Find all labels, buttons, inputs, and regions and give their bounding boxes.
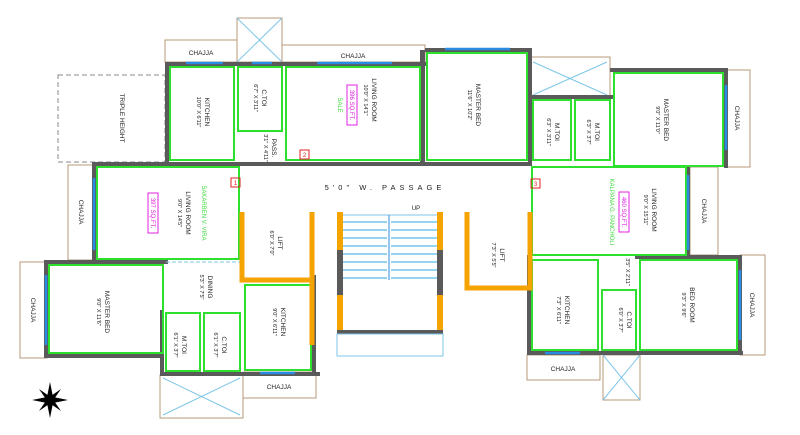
room-label: LIVING ROOM9'0" X 15'11" [642, 188, 657, 231]
room-name: DINING [206, 276, 213, 299]
lift-and-stair-core [239, 212, 533, 357]
chajja-label: CHAJJA [748, 293, 755, 318]
area-tag-box [147, 192, 159, 234]
room-dimensions: 10'0" X 6'11" [195, 97, 201, 128]
room-dimensions: 9'0" X 6'11" [271, 308, 277, 336]
area-tag-box [346, 84, 358, 126]
room-name: MASTER BED [662, 99, 669, 142]
room-label: KITCHEN10'0" X 6'11" [195, 97, 210, 128]
room-name: M.TOI [593, 123, 600, 141]
room-name: MASTER BED [474, 84, 481, 127]
room-label: M.TOI6'1" X 3'7" [172, 333, 187, 358]
flat-area: 397 SQ.FT. [149, 198, 155, 229]
flat-owner: SALE [336, 97, 342, 112]
room-name: M.TOI [180, 336, 187, 354]
room-dimensions: 6'1" X 3'7" [172, 333, 178, 358]
room-name: C.TOI [260, 89, 267, 106]
room-label: PASS.3'1" X 4'11" [262, 134, 277, 162]
room-name: LIVING ROOM [370, 78, 377, 121]
room-label: LIVING ROOM9'0" X 14'5" [176, 191, 191, 234]
room-label: MASTER BED9'0" X 11'6" [95, 291, 110, 334]
room-dimensions: 9'0" X 14'5" [176, 199, 182, 227]
room-dimensions: 5'3" X 7'5" [198, 275, 204, 300]
room-outlines [48, 52, 738, 372]
room-name: LIVING ROOM [650, 188, 657, 231]
stair-up-label: UP [412, 206, 420, 212]
chajja-label: CHAJJA [267, 384, 292, 391]
flat-no-1: 1 [234, 181, 238, 187]
room-label: KITCHEN7'3" X 6'11" [555, 296, 570, 325]
room-labels: KITCHEN10'0" X 6'11"C.TOI6'7" X 3'11"PAS… [29, 50, 755, 391]
room-label: M.TOI6'3" X 3'11" [545, 118, 560, 146]
room-dimensions: 9'0" X 11'0" [654, 106, 660, 134]
room-name: KITCHEN [203, 98, 210, 127]
chajja-label: CHAJJA [29, 298, 36, 323]
room-label: BED ROOM9'3" X 9'6" [680, 287, 695, 322]
room-name: LIFT [498, 248, 505, 261]
room-label: MASTER BED11'6" X 10'2" [466, 84, 481, 127]
room-dimensions: 6'3" X 3'11" [545, 118, 551, 146]
room-dimensions: 10'0" X 14'1" [362, 84, 368, 115]
room-name: KITCHEN [279, 308, 286, 337]
flat-owner: KALPANA G. PANCHOLI [608, 179, 614, 246]
flat-number-tags: 2 1 3 [230, 149, 541, 189]
room-label: MASTER BED9'0" X 11'0" [654, 99, 669, 142]
flat-area: 396 SQ.FT. [348, 90, 354, 121]
room-dimensions: 6'7" X 3'11" [252, 84, 258, 112]
room-dimensions: 11'6" X 10'2" [466, 90, 472, 121]
room-label: LIFT6'0" X 7'0" [268, 231, 283, 256]
flat-owner: SAKARBEN V. VIRA [200, 185, 206, 240]
room-name: PASS. [270, 139, 277, 158]
room-dimensions: 7'3" X 6'11" [555, 296, 561, 324]
room-name: KITCHEN [563, 296, 570, 325]
room-dimensions: 6'0" X 7'0" [268, 231, 274, 256]
room-label: C.TOI6'1" X 3'7" [212, 333, 227, 358]
room-dimensions: 9'3" X 9'6" [680, 293, 686, 318]
area-tag-box [618, 191, 630, 233]
room-dimensions: 3'1" X 4'11" [262, 134, 268, 162]
room-label: LIVING ROOM10'0" X 14'1" [362, 78, 377, 121]
room-label: 3'5" X 2'11" [624, 258, 630, 286]
room-name: BED ROOM [688, 287, 695, 322]
chajja-label: CHAJJA [700, 199, 707, 224]
chajja-label: CHAJJA [733, 106, 740, 131]
room-dimensions: 6'3" X 3'7" [585, 120, 591, 145]
room-dimensions: 3'5" X 2'11" [624, 258, 630, 286]
room-dimensions: 7'3" X 5'5" [490, 243, 496, 268]
room-label: C.TOI6'7" X 3'11" [252, 84, 267, 112]
north-compass-icon [32, 382, 68, 418]
room-name: M.TOI [553, 123, 560, 141]
chajja-label: CHAJJA [77, 200, 84, 225]
room-name: C.TOI [220, 336, 227, 353]
triple-height-label: TRIPLE HEIGHT [118, 93, 125, 142]
flat-no-2: 2 [303, 153, 307, 159]
flat-no-3: 3 [534, 182, 538, 188]
room-name: C.TOI [625, 311, 632, 328]
chajja-label: CHAJJA [189, 50, 214, 57]
room-dimensions: 6'1" X 3'7" [212, 333, 218, 358]
room-label: LIFT7'3" X 5'5" [490, 243, 505, 268]
room-dimensions: 9'0" X 11'6" [95, 298, 101, 326]
room-name: LIVING ROOM [184, 191, 191, 234]
chajja-label: CHAJJA [341, 53, 366, 60]
windows [44, 47, 742, 375]
room-dimensions: 6'0" X 3'7" [617, 308, 623, 333]
room-name: MASTER BED [103, 291, 110, 334]
room-name: LIFT [276, 236, 283, 249]
room-label: DINING5'3" X 7'5" [198, 275, 213, 300]
room-label: C.TOI6'0" X 3'7" [617, 308, 632, 333]
passage-label: 5'0" W. PASSAGE [325, 183, 446, 192]
room-label: KITCHEN9'0" X 6'11" [271, 308, 286, 337]
walls [44, 48, 743, 376]
room-label: M.TOI6'3" X 3'7" [585, 120, 600, 145]
flat-area: 460 SQ.FT. [620, 197, 626, 228]
chajja-label: CHAJJA [551, 366, 576, 373]
room-dimensions: 9'0" X 15'11" [642, 195, 648, 226]
